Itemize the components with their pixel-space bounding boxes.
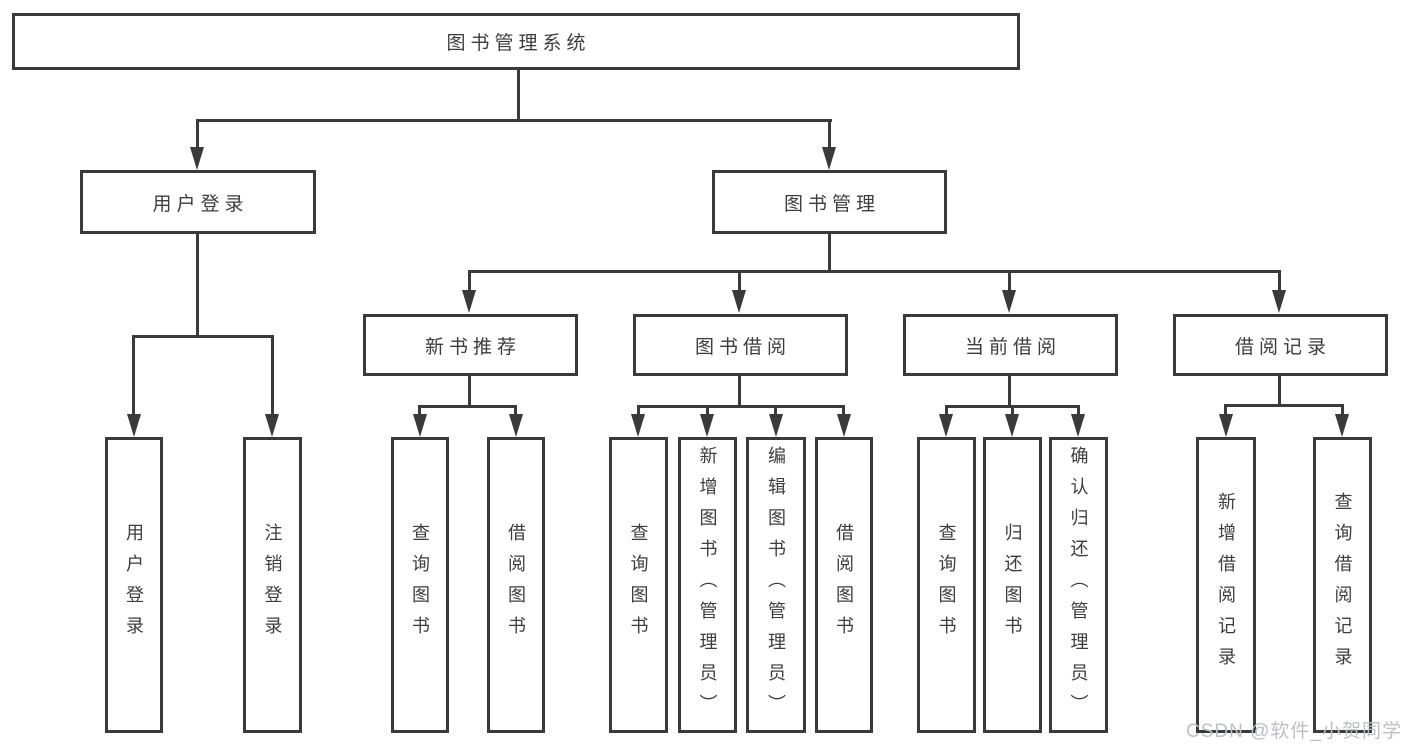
arrow-down-icon (631, 414, 645, 437)
leaf-query-books-current: 查询图书 (917, 437, 976, 733)
arrow-down-icon (509, 414, 523, 437)
leaf-label: 新增借阅记录 (1216, 492, 1236, 678)
arrow-down-icon (837, 414, 851, 437)
connector-line (1008, 270, 1011, 292)
arrow-down-icon (1005, 414, 1019, 437)
arrow-down-icon (1272, 290, 1286, 313)
connector-line (1224, 404, 1227, 415)
node-library-management-system: 图书管理系统 (12, 13, 1020, 70)
arrow-down-icon (462, 290, 476, 313)
arrow-down-icon (190, 147, 204, 170)
node-user-login: 用户登录 (80, 170, 316, 234)
leaf-label: 归还图书 (1002, 523, 1023, 647)
node-book-borrowing: 图书借阅 (633, 314, 848, 376)
leaf-label: 编辑图书（管理员） (766, 445, 786, 725)
connector-line (418, 405, 421, 415)
arrow-down-icon (1071, 414, 1085, 437)
connector-line (196, 119, 832, 122)
connector-line (468, 376, 471, 407)
leaf-logout: 注销登录 (243, 437, 302, 733)
leaf-label: 注销登录 (262, 523, 283, 647)
arrow-down-icon (700, 414, 714, 437)
arrow-down-icon (1002, 290, 1016, 313)
connector-line (132, 335, 273, 338)
leaf-add-books-admin: 新增图书（管理员） (678, 437, 737, 733)
arrow-down-icon (822, 147, 836, 170)
node-label: 当前借阅 (964, 336, 1061, 358)
leaf-label: 确认归还（管理员） (1068, 445, 1089, 725)
leaf-label: 用户登录 (124, 523, 144, 647)
connector-line (271, 335, 274, 415)
arrow-down-icon (413, 414, 427, 437)
leaf-label: 借阅图书 (506, 523, 526, 647)
connector-line (828, 234, 831, 272)
node-book-management: 图书管理 (712, 170, 947, 234)
arrow-down-icon (265, 414, 279, 437)
leaf-label: 借阅图书 (834, 523, 854, 647)
connector-line (1341, 404, 1344, 415)
connector-line (514, 405, 517, 415)
connector-line (517, 70, 520, 119)
connector-line (468, 270, 1280, 273)
connector-line (1077, 405, 1080, 415)
connector-line (468, 270, 471, 292)
leaf-edit-books-admin: 编辑图书（管理员） (746, 437, 806, 733)
connector-line (132, 335, 135, 415)
watermark: CSDN @软件_小贺同学 (1186, 721, 1402, 742)
node-new-book-recommend: 新书推荐 (363, 314, 578, 376)
connector-line (196, 234, 199, 337)
arrow-down-icon (127, 414, 141, 437)
connector-line (842, 405, 845, 415)
arrow-down-icon (732, 290, 746, 313)
leaf-confirm-return-admin: 确认归还（管理员） (1049, 437, 1108, 733)
leaf-borrow-books: 借阅图书 (815, 437, 873, 733)
node-label: 图书管理 (783, 193, 880, 215)
leaf-label: 查询图书 (628, 523, 649, 647)
leaf-query-borrow-record: 查询借阅记录 (1313, 437, 1372, 733)
connector-line (1008, 376, 1011, 407)
connector-line (1278, 270, 1281, 292)
connector-line (637, 405, 843, 408)
connector-line (196, 119, 199, 150)
node-label: 用户登录 (152, 193, 249, 215)
connector-line (1224, 404, 1343, 407)
leaf-label: 查询图书 (410, 523, 430, 647)
leaf-add-borrow-record: 新增借阅记录 (1196, 437, 1256, 733)
leaf-borrow-books-recommend: 借阅图书 (487, 437, 545, 733)
node-borrowing-records: 借阅记录 (1173, 314, 1388, 376)
connector-line (738, 376, 741, 407)
node-label: 新书推荐 (424, 336, 521, 358)
connector-line (418, 405, 516, 408)
leaf-query-books-borrowing: 查询图书 (609, 437, 668, 733)
node-label: 借阅记录 (1234, 336, 1331, 358)
leaf-label: 查询图书 (936, 523, 957, 647)
connector-line (738, 270, 741, 292)
connector-line (1011, 405, 1014, 415)
arrow-down-icon (769, 414, 783, 437)
connector-line (637, 405, 640, 415)
connector-line (706, 405, 709, 415)
node-current-borrowing: 当前借阅 (903, 314, 1118, 376)
arrow-down-icon (1219, 414, 1233, 437)
leaf-label: 查询借阅记录 (1332, 492, 1353, 678)
arrow-down-icon (1335, 414, 1349, 437)
connector-line (1278, 376, 1281, 405)
connector-line (774, 405, 777, 415)
connector-line (828, 119, 831, 150)
node-label: 图书管理系统 (446, 33, 591, 54)
connector-line (945, 405, 948, 415)
leaf-label: 新增图书（管理员） (697, 445, 718, 725)
arrow-down-icon (939, 414, 953, 437)
node-label: 图书借阅 (694, 336, 791, 358)
leaf-return-books: 归还图书 (983, 437, 1042, 733)
leaf-user-login: 用户登录 (105, 437, 163, 733)
leaf-query-books-recommend: 查询图书 (391, 437, 449, 733)
